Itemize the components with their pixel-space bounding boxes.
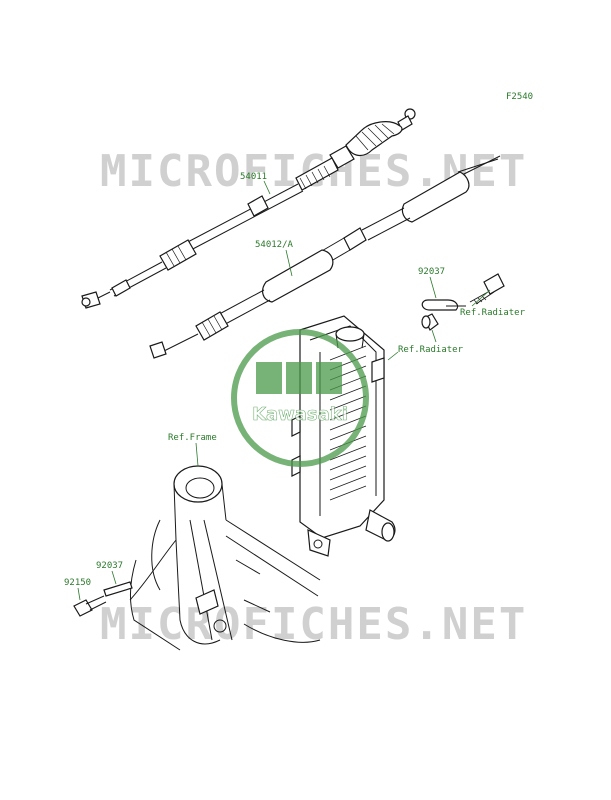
clip-92037-bottom [103,581,133,597]
label-92037-top: 92037 [418,267,445,277]
kawasaki-logo-text: Kawasaki [252,404,348,425]
clip-92037-top [421,299,466,311]
bolt-92150 [73,595,107,617]
watermark-bottom: MICROFICHES.NET [100,599,527,650]
cable-54011 [81,108,499,309]
grommet-radiator [421,313,439,331]
label-54011: 54011 [240,172,267,182]
label-54012a: 54012/A [255,240,294,250]
label-ref-radiator-2: Ref.Radiater [398,345,464,355]
label-92150: 92150 [64,578,91,588]
label-ref-radiator-1: Ref.Radiater [460,308,526,318]
bolt-radiator [469,273,505,305]
diagram-code: F2540 [506,92,533,102]
label-ref-frame: Ref.Frame [168,433,217,443]
frame [129,465,321,651]
label-92037-bottom: 92037 [96,561,123,571]
kawasaki-logo: Kawasaki [231,329,369,467]
cable-54012a [149,155,501,359]
